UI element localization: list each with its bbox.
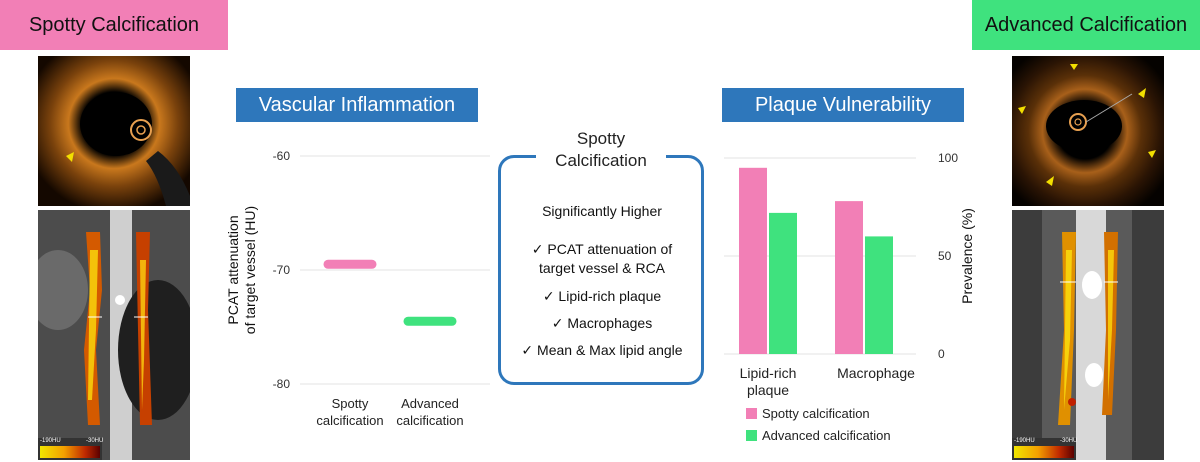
arrowhead-icon: [1018, 106, 1026, 114]
ct-image-spotty: -190HU -30HU: [38, 210, 190, 460]
y-tick-label: -80: [273, 377, 291, 391]
arrowhead-icon: [1046, 176, 1054, 186]
ct-scale-min-label: -190HU: [1014, 438, 1035, 444]
vascular-inflammation-chart: -60 -70 -80 PCAT attenuationof target vesse…: [225, 149, 490, 428]
arrowhead-icon: [66, 152, 74, 162]
ct-scale-max-label: -30HU: [86, 438, 104, 444]
bar-advanced: [865, 236, 893, 354]
legend-swatch: [746, 408, 757, 419]
finding-item: ✓ Mean & Max lipid angle: [521, 342, 683, 358]
oct-image-spotty: [38, 56, 190, 206]
finding-item: ✓ Macrophages: [551, 315, 653, 331]
vascular-inflammation-title: Vascular Inflammation: [236, 88, 478, 122]
bar-spotty: [835, 201, 863, 354]
legend-label: Advanced calcification: [762, 428, 891, 443]
y-axis-label: Prevalence (%): [959, 208, 975, 304]
spotty-calcification-tag: Spotty Calcification: [0, 0, 228, 50]
y-tick-label: -70: [273, 263, 291, 277]
y-tick-label: -60: [273, 149, 291, 163]
ct-scale-max-label: -30HU: [1060, 438, 1078, 444]
arrowhead-icon: [1148, 150, 1156, 158]
ct-image-advanced: -190HU -30HU: [1012, 210, 1164, 460]
y-tick-label: 100: [938, 151, 958, 165]
ct-scale-min-label: -190HU: [40, 438, 61, 444]
legend-swatch: [746, 430, 757, 441]
bar-spotty: [739, 167, 767, 354]
oct-image-advanced: [1012, 56, 1164, 206]
plaque-vulnerability-title: Plaque Vulnerability: [722, 88, 964, 122]
x-category-label: Macrophage: [837, 365, 915, 381]
advanced-calcification-tag: Advanced Calcification: [972, 0, 1200, 50]
y-tick-label: 0: [938, 347, 945, 361]
bar-advanced: [769, 212, 797, 354]
arrowhead-icon: [1070, 64, 1078, 70]
finding-item: ✓ Lipid-rich plaque: [542, 288, 662, 304]
y-tick-label: 50: [938, 249, 952, 263]
arrowhead-icon: [1138, 88, 1146, 98]
spotty-findings-subtitle: Significantly Higher: [542, 203, 662, 219]
ct-color-scale: [1014, 446, 1074, 458]
spotty-findings-title: Spotty Calcification: [536, 128, 666, 172]
legend-label: Spotty calcification: [762, 406, 870, 421]
ct-color-scale: [40, 446, 100, 458]
y-axis-label: PCAT attenuationof target vessel (HU): [225, 206, 258, 334]
finding-item: ✓ PCAT attenuation of target vessel & RC…: [531, 241, 673, 276]
